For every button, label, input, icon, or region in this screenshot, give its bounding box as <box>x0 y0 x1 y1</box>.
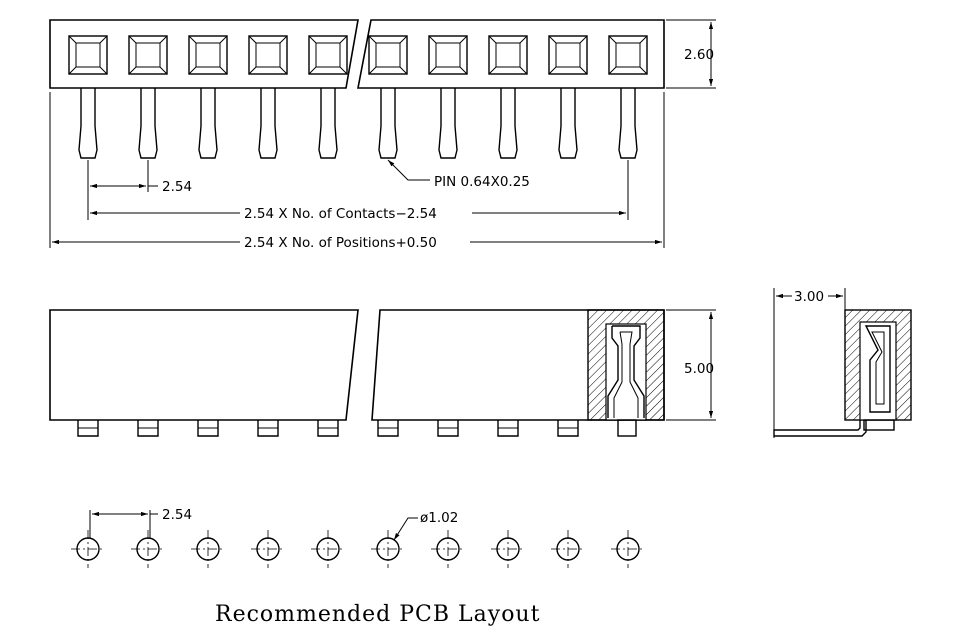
dim-height-side: 5.00 <box>684 361 714 377</box>
pin <box>78 88 98 159</box>
pcb-hole <box>71 530 105 568</box>
pin <box>198 88 218 159</box>
socket-cavity <box>248 35 288 75</box>
socket-cavity <box>128 35 168 75</box>
pin <box>618 88 638 159</box>
dim-pitch-top: 2.54 <box>162 179 192 195</box>
housing-left-top <box>49 19 359 89</box>
pcb-hole <box>131 530 165 568</box>
pcb-hole <box>311 530 345 568</box>
pcb-layout: 2.54 ø1.02 <box>71 507 645 568</box>
layout-title: Recommended PCB Layout <box>215 602 540 627</box>
top-view: 2.60 2.54 PIN 0.64X0.25 2.54 X No. of Co… <box>49 19 716 251</box>
pin <box>318 88 338 159</box>
pcb-hole <box>491 530 525 568</box>
pcb-hole <box>371 530 405 568</box>
hole-row <box>71 530 645 568</box>
dim-positions-span: 2.54 X No. of Positions+0.50 <box>244 235 437 251</box>
dim-height-top: 2.60 <box>684 47 714 63</box>
cross-section <box>587 309 665 437</box>
socket-cavity <box>368 35 408 75</box>
pin-callout: PIN 0.64X0.25 <box>434 174 530 190</box>
pcb-hole <box>551 530 585 568</box>
pcb-hole <box>191 530 225 568</box>
pcb-hole <box>251 530 285 568</box>
pin <box>378 88 398 159</box>
foot-row <box>77 420 579 437</box>
dim-pitch-pcb: 2.54 <box>162 507 192 523</box>
socket-cavity <box>428 35 468 75</box>
dim-contacts-span: 2.54 X No. of Contacts−2.54 <box>244 206 437 222</box>
pin <box>438 88 458 159</box>
pin <box>138 88 158 159</box>
side-view: 3.00 <box>773 288 912 438</box>
socket-cavity <box>608 35 648 75</box>
socket-cavity <box>548 35 588 75</box>
housing-left-front <box>49 309 359 421</box>
pcb-hole <box>431 530 465 568</box>
pin <box>258 88 278 159</box>
pin-row <box>78 88 638 159</box>
pin <box>558 88 578 159</box>
dim-offset-end: 3.00 <box>794 289 824 305</box>
socket-cavity <box>68 35 108 75</box>
socket-cavity <box>188 35 228 75</box>
socket-cavity <box>488 35 528 75</box>
pin <box>498 88 518 159</box>
socket-row <box>68 35 648 75</box>
front-view: 5.00 <box>49 309 716 437</box>
socket-cavity <box>308 35 348 75</box>
dim-hole-diameter: ø1.02 <box>420 510 458 526</box>
housing-right-top <box>357 19 665 89</box>
pcb-hole <box>611 530 645 568</box>
